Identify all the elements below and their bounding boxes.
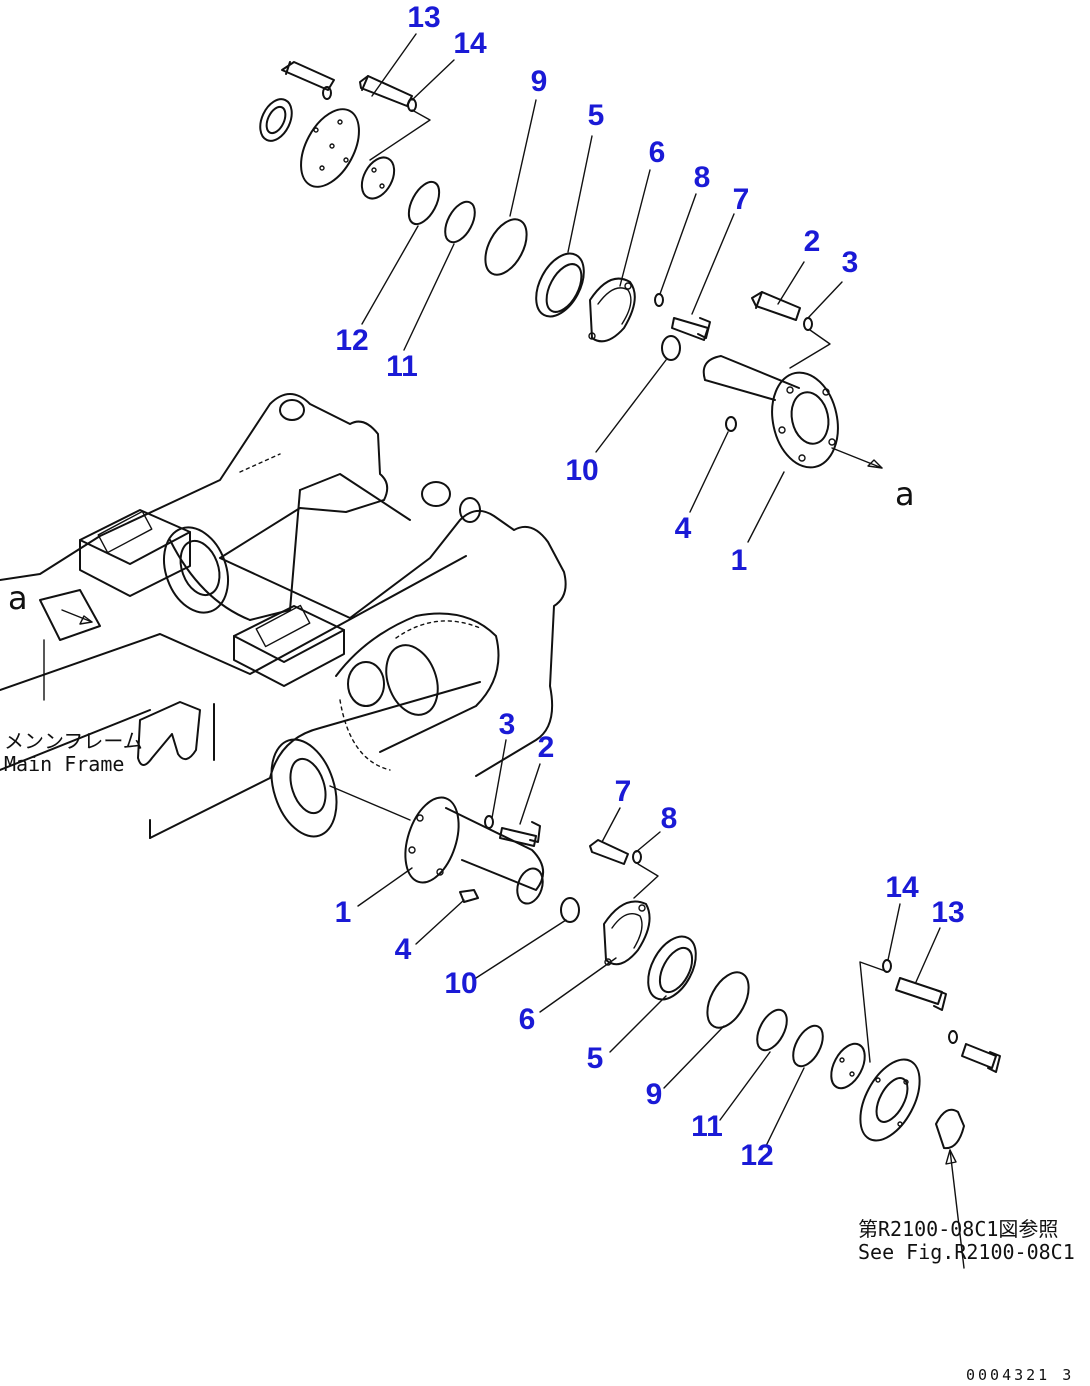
upper-washer-left <box>322 86 332 100</box>
upper-view-arrow <box>831 447 883 469</box>
upper-leader-bracket <box>369 109 431 161</box>
lower-washer-right <box>948 1030 958 1044</box>
lower-washer-3 <box>484 815 494 829</box>
upper-pin-1 <box>702 355 839 469</box>
upper-bolt-13 <box>359 75 413 107</box>
lower-bolt-7 <box>589 839 629 865</box>
upper-retainer-6 <box>588 277 636 343</box>
upper-bolt-2 <box>751 291 801 321</box>
callout-upper-6: 6 <box>648 136 666 169</box>
reference-label: 第R2100-08C1図参照 See Fig.R2100-08C1 <box>858 1218 1075 1264</box>
lower-cap <box>830 1042 866 1090</box>
lower-plug-10 <box>560 897 580 923</box>
lower-flange-plate <box>859 1058 921 1142</box>
lower-pin-axis <box>329 785 411 821</box>
reference-arrow-line <box>949 1149 965 1269</box>
lower-bolt-right <box>961 1043 1001 1073</box>
callout-lower-11: 11 <box>691 1110 723 1143</box>
upper-washer-8 <box>654 293 664 307</box>
drawing-code: 0004321 3 <box>966 1366 1075 1384</box>
lower-lock-nut <box>935 1108 965 1150</box>
upper-seal-5 <box>535 252 585 318</box>
lower-fitting-4 <box>459 889 479 903</box>
callout-upper-10: 10 <box>565 454 599 487</box>
callout-lower-9: 9 <box>645 1078 663 1111</box>
callout-upper-8: 8 <box>693 161 711 194</box>
callout-upper-2: 2 <box>803 225 821 258</box>
callout-lower-10: 10 <box>444 967 478 1000</box>
lower-leader-bracket-2 <box>859 961 889 1063</box>
lower-ring-12 <box>792 1024 824 1068</box>
callout-upper-12: 12 <box>335 324 369 357</box>
callout-lower-5: 5 <box>586 1042 604 1075</box>
lower-leader-bracket <box>633 863 659 899</box>
callout-lower-8: 8 <box>660 802 678 835</box>
upper-washer-14 <box>407 98 417 112</box>
reference-label-en: See Fig.R2100-08C1 <box>858 1240 1075 1264</box>
callout-upper-1: 1 <box>730 544 748 577</box>
upper-bolt-7 <box>671 317 711 341</box>
upper-seal-left <box>259 98 293 142</box>
callout-lower-3: 3 <box>498 708 516 741</box>
callout-lower-4: 4 <box>394 933 412 966</box>
callout-lower-14: 14 <box>885 871 919 904</box>
upper-ring-12 <box>407 180 441 226</box>
callout-upper-4: 4 <box>674 512 692 545</box>
reference-label-jp: 第R2100-08C1図参照 <box>858 1217 1059 1241</box>
view-label-right: a <box>895 475 915 513</box>
lower-retainer-6 <box>603 900 651 966</box>
lower-bolt-2 <box>499 821 541 847</box>
upper-ring-9 <box>484 218 528 276</box>
callout-upper-5: 5 <box>587 99 605 132</box>
upper-cap <box>360 156 396 200</box>
main-frame-label-en: Main Frame <box>4 752 125 776</box>
callout-lower-7: 7 <box>614 775 632 808</box>
main-frame-label-jp: メンンフレーム <box>4 729 143 753</box>
callout-upper-9: 9 <box>530 65 548 98</box>
upper-fitting-4 <box>725 416 737 432</box>
lower-seal-5 <box>647 935 697 1001</box>
lower-washer-8 <box>632 850 642 864</box>
view-label-left: a <box>8 579 28 617</box>
upper-leader-lines <box>361 33 843 543</box>
lower-bolt-13 <box>895 977 947 1011</box>
upper-bolt-left <box>281 61 335 91</box>
callout-lower-2: 2 <box>537 731 555 764</box>
callout-upper-7: 7 <box>732 183 750 216</box>
callout-upper-3: 3 <box>841 246 859 279</box>
main-frame <box>0 393 567 839</box>
upper-ring-11 <box>444 200 476 244</box>
callout-lower-6: 6 <box>518 1003 536 1036</box>
reference-arrow-head <box>945 1149 957 1165</box>
callout-lower-12: 12 <box>740 1139 774 1172</box>
callout-lower-1: 1 <box>334 896 352 929</box>
upper-washer-3 <box>803 317 813 331</box>
upper-flange-plate <box>300 108 360 188</box>
lower-pin-1 <box>404 796 544 905</box>
main-frame-label: メンンフレーム Main Frame <box>4 730 143 776</box>
lower-leader-lines <box>357 739 941 1147</box>
callout-upper-13: 13 <box>407 1 441 34</box>
callout-upper-11: 11 <box>386 350 418 383</box>
callout-lower-13: 13 <box>931 896 965 929</box>
callout-upper-14: 14 <box>453 27 487 60</box>
upper-plug-10 <box>661 335 681 361</box>
lower-ring-11 <box>756 1008 788 1052</box>
lower-ring-9 <box>706 971 750 1029</box>
upper-leader-bracket-2 <box>789 329 831 369</box>
